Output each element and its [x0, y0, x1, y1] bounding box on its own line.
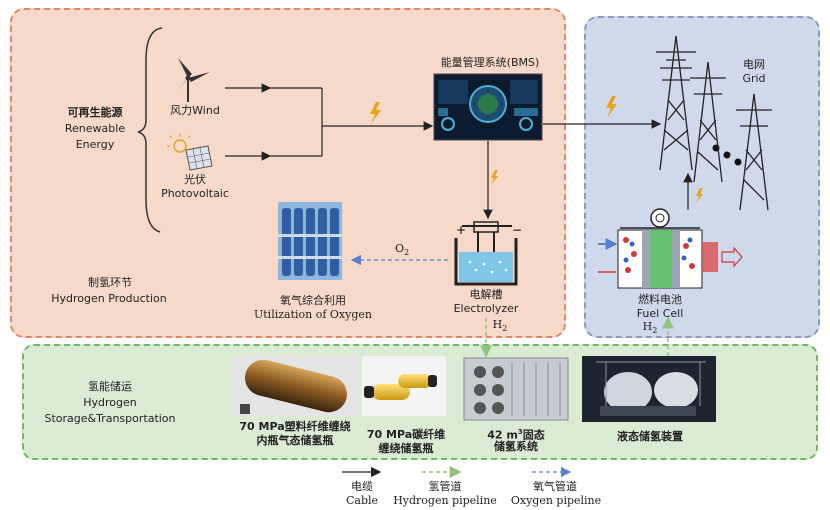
production-section-zh: 制氢环节: [88, 276, 132, 289]
plastic-fiber-hydrogen-cylinder-image: [232, 356, 356, 416]
storage-section-zh: 氢能储运: [88, 380, 132, 393]
photovoltaic-icon: [167, 134, 213, 171]
storage-section-en1: Hydrogen: [83, 396, 137, 409]
renewable-label-en2: Energy: [75, 138, 115, 151]
lightning-icon: [370, 102, 381, 124]
oxygen-utilization-label-en: Utilization of Oxygen: [253, 308, 372, 321]
more-towers-dots: [712, 144, 742, 166]
solid-state-hydrogen-storage-image: [463, 357, 569, 421]
svg-text:−: −: [512, 223, 522, 237]
renewable-label-zh: 可再生能源: [67, 106, 123, 119]
bms-label: 能量管理系统(BMS): [440, 56, 540, 69]
oxygen-utilization-label-zh: 氧气综合利用: [280, 294, 346, 307]
renewable-label-en1: Renewable: [64, 122, 126, 135]
fuel-cell-label-zh: 燃料电池: [638, 293, 682, 306]
fuel-cell-label-en: Fuel Cell: [636, 307, 684, 320]
carbon-fiber-hydrogen-cylinder-image: [362, 356, 446, 416]
transmission-tower-icon: [656, 35, 696, 171]
pv-label-zh: 光伏: [184, 173, 206, 186]
storage-item3-line1: 42 m3固态: [487, 428, 545, 442]
storage-item1-line2: 内瓶气态储氢瓶: [256, 434, 334, 447]
storage-item2-line1: 70 MPa碳纤维: [366, 428, 446, 441]
wind-label: 风力Wind: [170, 104, 220, 117]
lightning-icon: [606, 96, 617, 118]
liquid-hydrogen-storage-facility-image: [582, 356, 716, 422]
wind-turbine-icon: [176, 58, 210, 102]
cables-renewable-to-bms: [225, 83, 434, 161]
renewable-brace: [137, 27, 163, 233]
lightning-icon: [696, 188, 703, 203]
oxygen-cylinder-rack-image: [278, 202, 342, 280]
storage-section-en2: Storage&Transportation: [44, 412, 176, 425]
h2-label-fuelcell: H2: [642, 320, 658, 336]
svg-text:+: +: [456, 223, 466, 237]
storage-item3-line2: 储氢系统: [494, 440, 538, 453]
transmission-tower-icon: [690, 61, 726, 183]
electrolyzer-label-en: Electrolyzer: [453, 302, 519, 315]
o2-label: O2: [394, 242, 410, 258]
legend-oxygen-zh: 氧气管道: [533, 480, 577, 493]
production-section-en: Hydrogen Production: [51, 292, 167, 305]
storage-item4-label: 液态储氢装置: [617, 430, 683, 443]
bms-screen-icon: [433, 73, 543, 141]
transmission-tower-icon: [736, 93, 772, 211]
electrolyzer-label-zh: 电解槽: [469, 288, 503, 301]
fuel-cell-icon: [598, 208, 743, 289]
legend-oxygen-en: Oxygen pipeline: [510, 494, 602, 507]
grid-label-en: Grid: [742, 72, 766, 85]
pv-label-en: Photovoltaic: [161, 187, 229, 200]
lightning-icon: [491, 170, 498, 185]
electrolyzer-icon: + −: [454, 221, 522, 286]
grid-label-zh: 电网: [743, 58, 765, 71]
legend-cable-en: Cable: [345, 494, 379, 507]
storage-item1-line1: 70 MPa塑料纤维缠绕: [239, 420, 351, 433]
h2-label-electrolyzer: H2: [492, 318, 508, 334]
legend-hydrogen-en: Hydrogen pipeline: [393, 494, 497, 507]
legend-cable-zh: 电缆: [351, 480, 373, 493]
legend-hydrogen-zh: 氢管道: [428, 480, 462, 493]
storage-item2-line2: 缠绕储氢瓶: [378, 442, 434, 455]
